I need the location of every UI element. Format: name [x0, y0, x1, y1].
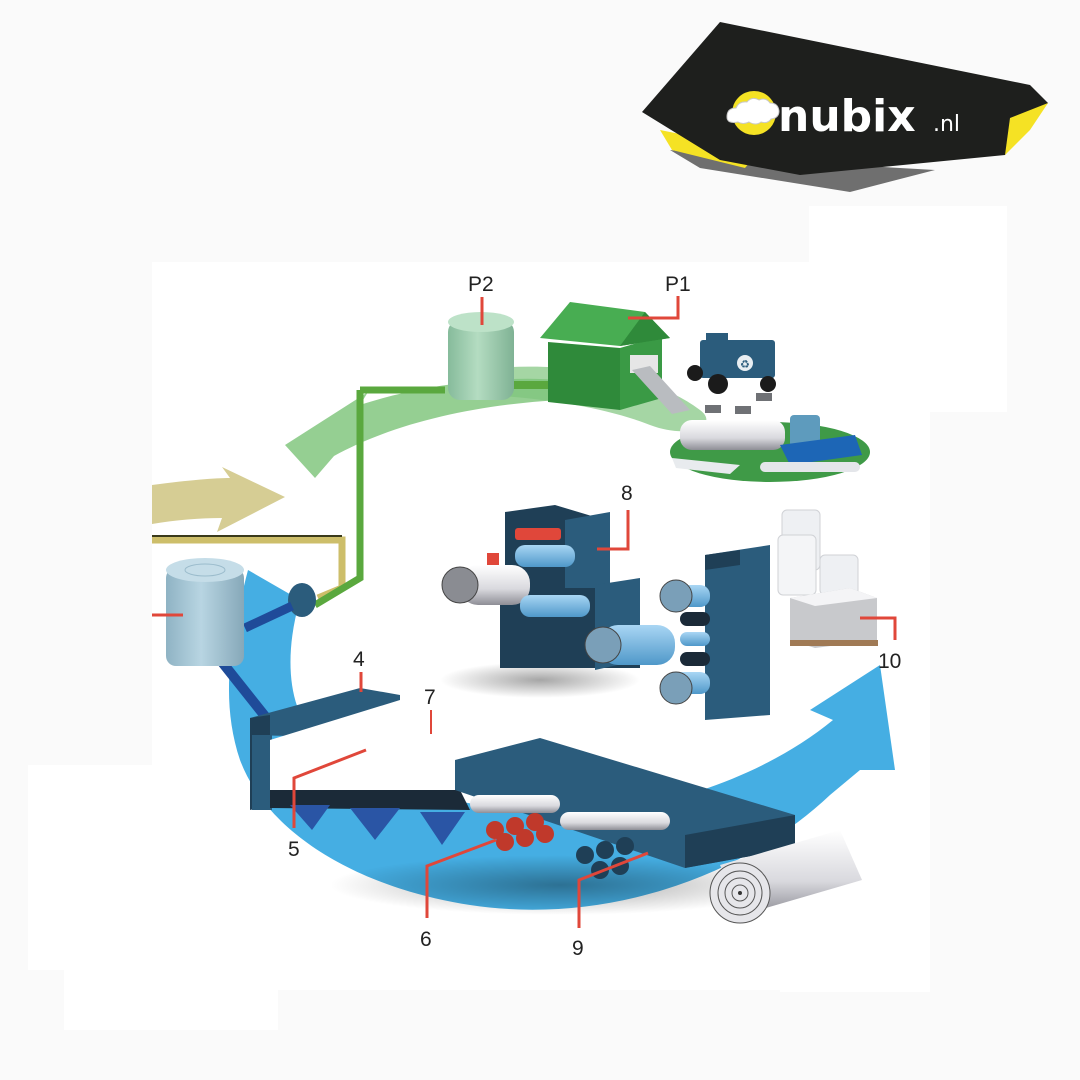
image-canvas-left-lower [28, 765, 278, 970]
image-canvas-right [809, 206, 1007, 412]
label-4: 4 [353, 648, 365, 671]
label-p1: P1 [665, 273, 691, 296]
label-10: 10 [878, 650, 901, 673]
label-7: 6 [420, 928, 432, 951]
recycle-icon: ♻ [740, 359, 750, 371]
label-p2: P2 [468, 273, 494, 296]
storage-tank-p2: P2 [448, 273, 514, 400]
label-5: 5 [288, 838, 300, 861]
logo-badge-shape [642, 22, 1048, 175]
recycling-truck: ♻ [687, 333, 776, 394]
label-6: 7 [424, 686, 436, 709]
label-8: 9 [572, 937, 584, 960]
cloud-in-yellow-circle-icon [726, 91, 780, 135]
logo-yellow-corner [1005, 103, 1048, 155]
label-9: 8 [621, 482, 633, 505]
blue-pipe-upper [243, 601, 294, 633]
calender-stack [659, 545, 770, 720]
pulp-tank [152, 558, 244, 666]
debris [756, 393, 772, 401]
debris [735, 406, 751, 414]
tan-input-arrow [152, 467, 285, 532]
green-return-arrow [285, 378, 640, 478]
image-canvas-bottom-left [64, 960, 278, 1030]
finished-paper: 10 [777, 509, 901, 673]
debris [705, 405, 721, 413]
waste-paper-pile [670, 415, 870, 482]
output-paper-roll [709, 830, 862, 924]
green-pipe [313, 386, 445, 609]
paper-machine: 4 7 5 6 9 [250, 648, 862, 960]
brand-logo[interactable]: nubix .nl [642, 22, 1048, 192]
collection-building-p1: P1 [540, 273, 691, 414]
logo-brand-text: nubix [778, 91, 916, 142]
logo-tld-text: .nl [933, 112, 960, 137]
dryer-rolls [470, 795, 670, 879]
coating-machine: 8 [440, 482, 675, 698]
pump-connector [288, 583, 316, 617]
